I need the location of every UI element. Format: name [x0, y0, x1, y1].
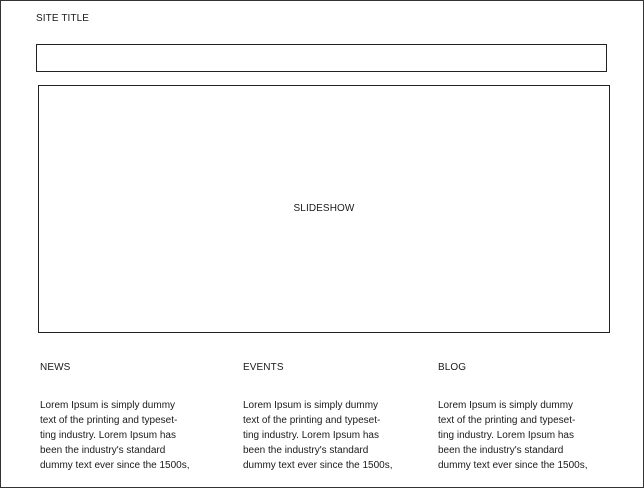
news-heading[interactable]: NEWS	[40, 362, 71, 373]
news-body-line: ting industry. Lorem Ipsum has	[40, 430, 176, 441]
site-title[interactable]: SITE TITLE	[36, 13, 90, 24]
blog-heading[interactable]: BLOG	[438, 362, 467, 373]
events-heading[interactable]: EVENTS	[243, 362, 284, 373]
blog-body-line: dummy text ever since the 1500s,	[438, 460, 588, 471]
blog-section: BLOG Lorem Ipsum is simply dummy text of…	[438, 361, 613, 473]
slideshow-label: SLIDESHOW	[293, 202, 355, 214]
events-body-line: ting industry. Lorem Ipsum has	[243, 430, 379, 441]
slideshow[interactable]: SLIDESHOW	[38, 85, 610, 333]
blog-body: Lorem Ipsum is simply dummy text of the …	[438, 398, 613, 473]
navigation-bar[interactable]	[36, 44, 607, 72]
blog-body-line: ting industry. Lorem Ipsum has	[438, 430, 574, 441]
events-body: Lorem Ipsum is simply dummy text of the …	[243, 398, 418, 473]
blog-body-line: been the industry's standard	[438, 445, 564, 456]
news-body-line: Lorem Ipsum is simply dummy	[40, 400, 176, 411]
events-body-line: text of the printing and typeset-	[243, 415, 381, 426]
blog-body-line: text of the printing and typeset-	[438, 415, 576, 426]
news-body-line: been the industry's standard	[40, 445, 166, 456]
news-body-line: text of the printing and typeset-	[40, 415, 178, 426]
events-body-line: dummy text ever since the 1500s,	[243, 460, 393, 471]
blog-body-line: Lorem Ipsum is simply dummy	[438, 400, 574, 411]
events-body-line: been the industry's standard	[243, 445, 369, 456]
news-body: Lorem Ipsum is simply dummy text of the …	[40, 398, 215, 473]
events-body-line: Lorem Ipsum is simply dummy	[243, 400, 379, 411]
events-section: EVENTS Lorem Ipsum is simply dummy text …	[243, 361, 418, 473]
news-body-line: dummy text ever since the 1500s,	[40, 460, 190, 471]
news-section: NEWS Lorem Ipsum is simply dummy text of…	[40, 361, 215, 473]
